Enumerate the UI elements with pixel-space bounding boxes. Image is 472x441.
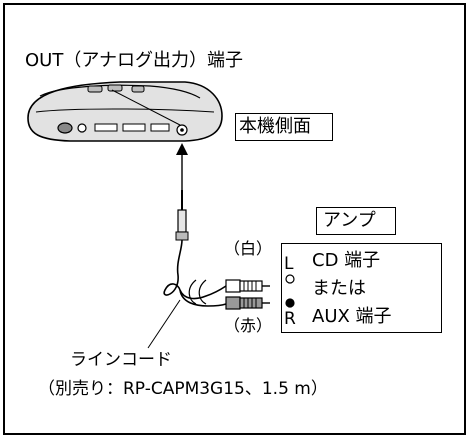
white-label: （白）	[224, 239, 273, 258]
channel-r-label: R	[284, 309, 296, 329]
amp-title-box: アンプ	[316, 207, 396, 235]
figure-frame	[3, 3, 466, 435]
rca-plug-white-icon	[225, 279, 270, 293]
rca-plug-red-icon	[225, 296, 270, 310]
stereo-plug-icon	[175, 190, 189, 241]
unit-side-label: 本機側面	[239, 116, 311, 137]
headphone-jack-icon	[57, 122, 87, 134]
amp-jack-l-icon	[285, 274, 295, 284]
amp-jack-r-icon	[285, 298, 295, 308]
out-terminal-label: OUT（アナログ出力）端子	[25, 50, 243, 71]
aux-terminal-label: AUX 端子	[312, 306, 392, 327]
sold-separately-label: （別売り：RP-CAPM3G15、1.5 m）	[38, 379, 328, 399]
line-cord-label: ラインコード	[70, 350, 172, 370]
amp-label: アンプ	[323, 210, 376, 231]
line-cord	[163, 239, 227, 307]
unit-side-box: 本機側面	[235, 113, 333, 141]
amp-box: CD 端子 または AUX 端子	[281, 243, 442, 333]
or-label: または	[312, 278, 366, 299]
red-label: （赤）	[224, 316, 273, 335]
channel-l-label: L	[284, 254, 294, 274]
out-jack-icon	[176, 124, 188, 136]
cd-terminal-label: CD 端子	[312, 250, 381, 271]
player-device	[27, 81, 223, 142]
